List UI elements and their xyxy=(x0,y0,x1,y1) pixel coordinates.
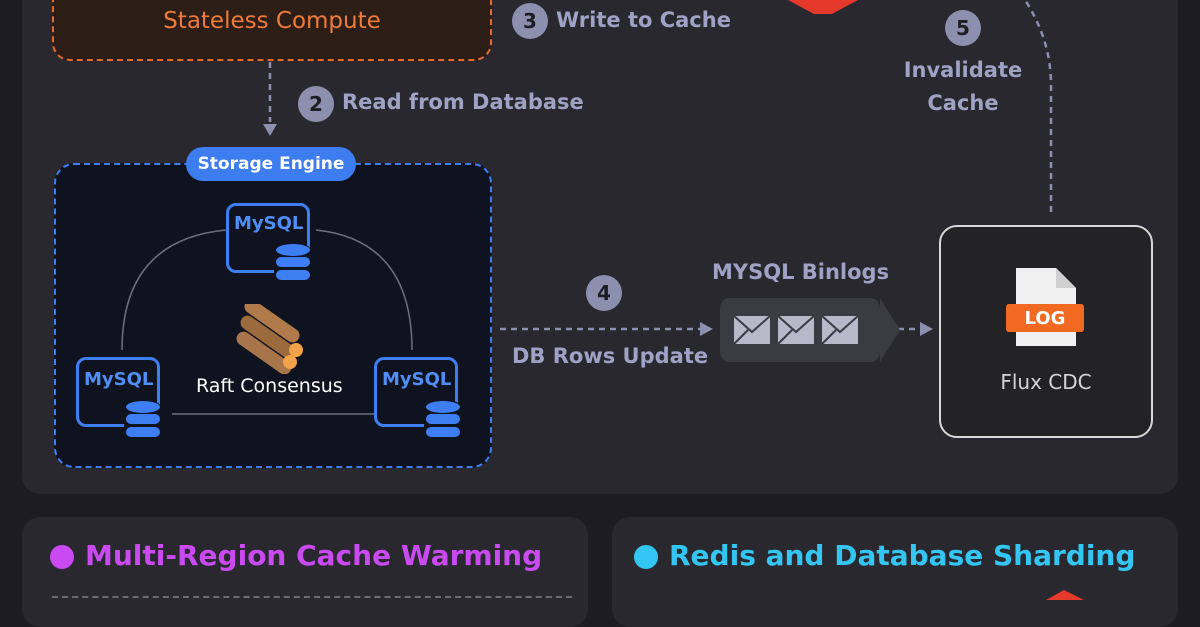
ring-left-arc xyxy=(121,229,227,351)
raft-consensus-label: Raft Consensus xyxy=(196,375,343,397)
storage-engine-title: Storage Engine xyxy=(186,147,356,181)
step-5-badge: 5 xyxy=(945,10,981,46)
database-icon xyxy=(124,401,162,439)
log-badge-text: LOG xyxy=(1024,307,1066,329)
cache-warming-title: Multi-Region Cache Warming xyxy=(85,539,543,572)
section-dot-cyan xyxy=(634,545,658,569)
cache-warming-panel xyxy=(22,517,588,627)
invalidate-cache-line xyxy=(1023,0,1053,212)
envelope-icons xyxy=(733,298,900,362)
envelope-icon xyxy=(777,315,815,345)
envelope-icon xyxy=(821,315,859,345)
log-file-icon xyxy=(1006,268,1084,346)
step-4-badge: 4 xyxy=(586,275,622,311)
logs-icon xyxy=(236,304,303,374)
invalidate-label-line2: Cache xyxy=(927,91,999,115)
invalidate-label-line1: Invalidate xyxy=(903,58,1023,82)
sharding-title: Redis and Database Sharding xyxy=(669,539,1136,572)
sharding-panel xyxy=(612,517,1178,627)
mysql-binlogs-label: MYSQL Binlogs xyxy=(712,260,890,284)
mysql-node-top-label: MySQL xyxy=(234,213,304,234)
raft-ring xyxy=(121,229,413,415)
stateless-compute-box xyxy=(52,0,492,61)
step-3-badge: 3 xyxy=(512,3,548,39)
write-to-cache-label: Write to Cache xyxy=(556,8,731,32)
read-from-database-label: Read from Database xyxy=(342,90,584,114)
envelope-icon xyxy=(733,315,771,345)
database-icon xyxy=(274,244,312,282)
redis-cache-icon xyxy=(788,0,858,14)
step-2-badge: 2 xyxy=(298,86,334,122)
db-rows-update-label: DB Rows Update xyxy=(512,344,709,368)
redis-icon xyxy=(1046,590,1084,600)
section-dot-magenta xyxy=(50,545,74,569)
mysql-node-left-label: MySQL xyxy=(84,369,154,390)
mysql-node-right-label: MySQL xyxy=(382,369,452,390)
binlog-to-cdc-arrowhead xyxy=(920,322,933,336)
flux-cdc-label: Flux CDC xyxy=(1000,370,1092,394)
cache-warming-divider xyxy=(52,596,572,598)
db-update-arrowhead xyxy=(700,322,713,336)
read-db-arrowhead xyxy=(263,124,277,136)
stateless-compute-label: Stateless Compute xyxy=(163,8,381,34)
connector-layer xyxy=(263,0,1053,336)
database-icon xyxy=(424,401,462,439)
ring-right-arc xyxy=(315,229,413,351)
